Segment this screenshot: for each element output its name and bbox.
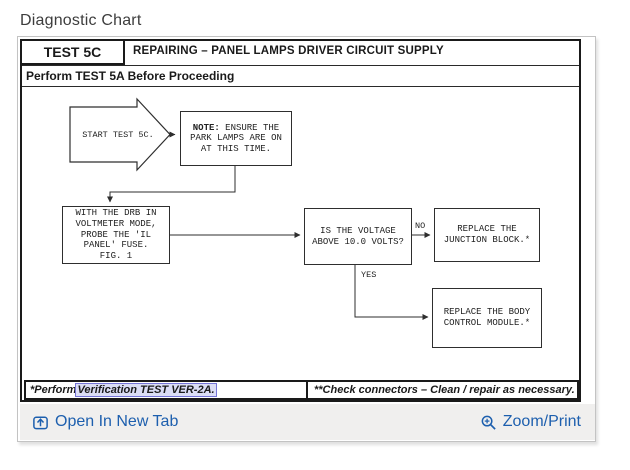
edge-note-probe	[107, 166, 236, 203]
node-probe-fuse: WITH THE DRB IN VOLTMETER MODE, PROBE TH…	[62, 206, 170, 264]
node-note: NOTE: ENSURE THE PARK LAMPS ARE ON AT TH…	[180, 111, 292, 166]
verification-test-link[interactable]: Verification TEST VER-2A.	[75, 383, 217, 397]
page-title: Diagnostic Chart	[20, 12, 142, 29]
node-start: START TEST 5C.	[82, 129, 154, 140]
chart-subheader: Perform TEST 5A Before Proceeding	[26, 69, 235, 83]
note-text: ENSURE THE PARK LAMPS ARE ON AT THIS TIM…	[190, 122, 282, 154]
edge-label-yes: YES	[361, 270, 377, 280]
footnotes-row: *Perform Verification TEST VER-2A. **Che…	[24, 380, 579, 400]
footnote-connectors: **Check connectors – Clean / repair as n…	[306, 382, 577, 398]
zoom-print-label: Zoom/Print	[502, 413, 581, 430]
chart-title: REPAIRING – PANEL LAMPS DRIVER CIRCUIT S…	[133, 45, 444, 57]
open-in-new-tab-button[interactable]: Open In New Tab	[32, 413, 178, 431]
header-divider	[22, 65, 579, 66]
flowchart-image: TEST 5C REPAIRING – PANEL LAMPS DRIVER C…	[20, 39, 581, 402]
edge-label-no: NO	[415, 221, 426, 231]
magnifier-plus-icon	[480, 414, 497, 431]
edge-yes-bcm	[354, 265, 429, 320]
test-number-box: TEST 5C	[22, 41, 125, 65]
node-replace-body-control-module: REPLACE THE BODY CONTROL MODULE.*	[432, 288, 542, 348]
node-replace-junction-block: REPLACE THE JUNCTION BLOCK.*	[434, 208, 540, 262]
page: Diagnostic Chart TEST 5C REPAIRING – PAN…	[17, 12, 596, 442]
viewer-toolbar: Open In New Tab Zoom/Print	[20, 404, 595, 440]
note-prefix: NOTE:	[192, 122, 220, 133]
diagnostic-chart-widget: TEST 5C REPAIRING – PANEL LAMPS DRIVER C…	[17, 36, 596, 442]
footnote-verification: *Perform Verification TEST VER-2A.	[26, 382, 306, 398]
start-arrow-shape	[69, 97, 171, 172]
subheader-divider	[22, 86, 579, 87]
footnote-prefix: *Perform	[30, 384, 77, 396]
flowchart-connectors	[69, 97, 431, 320]
open-in-new-tab-icon	[32, 414, 49, 431]
node-voltage-question: IS THE VOLTAGE ABOVE 10.0 VOLTS?	[304, 208, 412, 265]
zoom-print-button[interactable]: Zoom/Print	[480, 413, 581, 431]
open-in-new-tab-label: Open In New Tab	[55, 413, 179, 430]
